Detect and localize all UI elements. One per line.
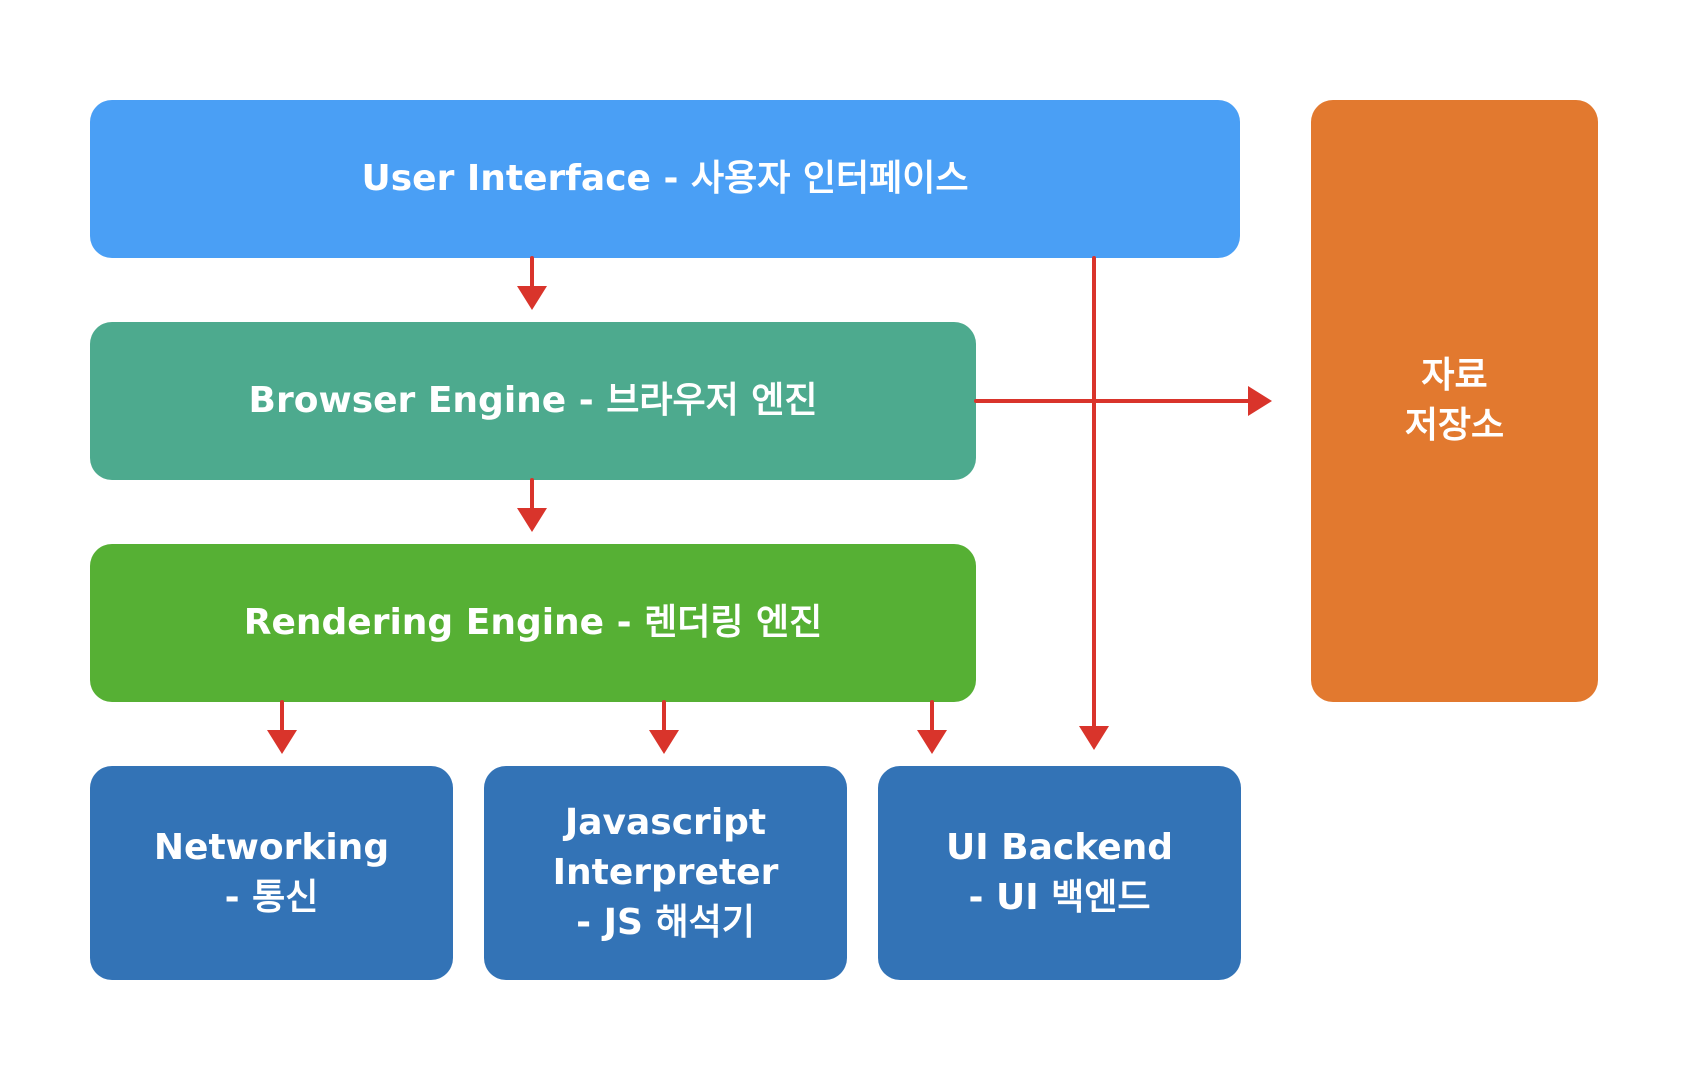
rendering-engine-label: Rendering Engine - 렌더링 엔진: [243, 602, 823, 643]
arrowhead-ui-backend: [917, 730, 947, 754]
arrowhead-rendering-engine: [517, 508, 547, 532]
user-interface-label: User Interface - 사용자 인터페이스: [361, 158, 969, 199]
data-storage-label: 자료 저장소: [1404, 355, 1505, 446]
networking-box: Networking - 통신: [90, 766, 453, 980]
arrowhead-js-interpreter: [649, 730, 679, 754]
arrowhead-storage: [1248, 386, 1272, 416]
browser-engine-label: Browser Engine - 브라우저 엔진: [248, 380, 818, 421]
data-storage-box: 자료 저장소: [1311, 100, 1598, 702]
arrowhead-browser-engine: [517, 286, 547, 310]
arrowhead-ui-backend-direct: [1079, 726, 1109, 750]
js-interpreter-label: Javascript Interpreter - JS 해석기: [552, 802, 779, 943]
js-interpreter-box: Javascript Interpreter - JS 해석기: [484, 766, 847, 980]
browser-engine-box: Browser Engine - 브라우저 엔진: [90, 322, 976, 480]
arrowhead-networking: [267, 730, 297, 754]
ui-backend-label: UI Backend - UI 백엔드: [945, 827, 1174, 918]
rendering-engine-box: Rendering Engine - 렌더링 엔진: [90, 544, 976, 702]
user-interface-box: User Interface - 사용자 인터페이스: [90, 100, 1240, 258]
networking-label: Networking - 통신: [153, 827, 390, 918]
ui-backend-box: UI Backend - UI 백엔드: [878, 766, 1241, 980]
